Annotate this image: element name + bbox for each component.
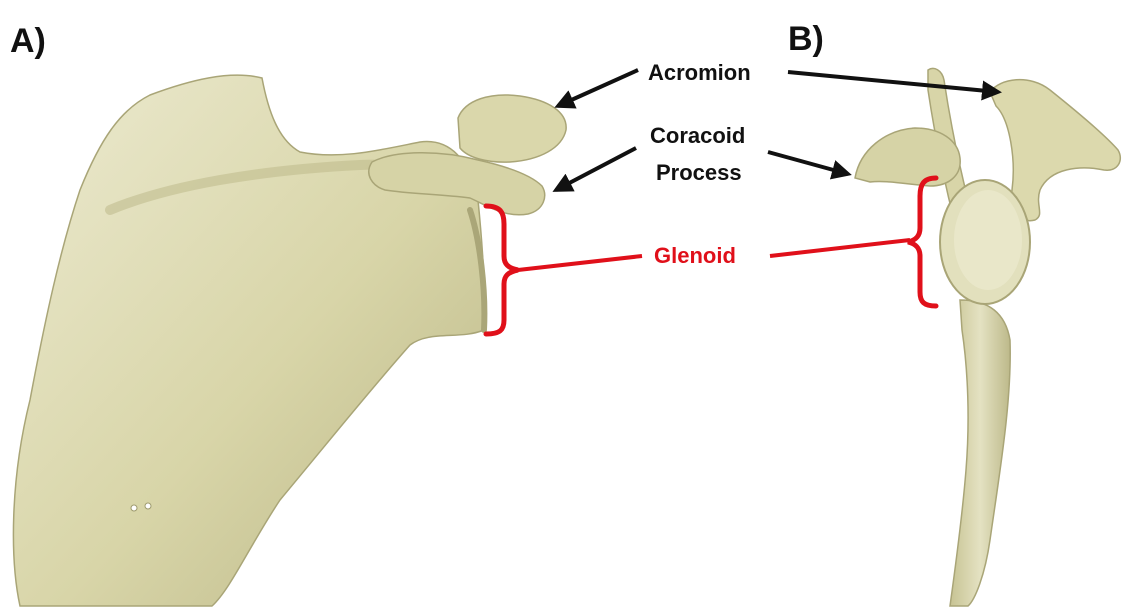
glenoid-leader-a xyxy=(518,256,642,270)
glenoid-bracket-a xyxy=(486,206,518,334)
arrow-acromion-b xyxy=(788,72,998,92)
scapula-lateral-body xyxy=(950,300,1010,606)
acromion-a xyxy=(458,95,566,162)
panel-label-b: B) xyxy=(788,20,824,58)
scapula-lateral-view xyxy=(855,68,1120,606)
acromion-label: Acromion xyxy=(648,60,751,85)
panel-label-a: A) xyxy=(10,22,46,60)
scapula-posterior-view xyxy=(13,75,566,606)
coracoid-label-line2: Process xyxy=(656,160,742,185)
screw-hole xyxy=(131,505,137,511)
arrow-acromion-a xyxy=(558,70,638,106)
arrow-coracoid-a xyxy=(556,148,636,190)
glenoid-surface-b xyxy=(954,190,1022,290)
glenoid-label: Glenoid xyxy=(654,243,736,268)
coracoid-process-b xyxy=(855,128,960,186)
glenoid-leader-b xyxy=(770,240,910,256)
glenoid-bracket-b xyxy=(908,178,936,306)
screw-hole xyxy=(145,503,151,509)
coracoid-label-line1: Coracoid xyxy=(650,123,745,148)
arrow-coracoid-b xyxy=(768,152,848,174)
